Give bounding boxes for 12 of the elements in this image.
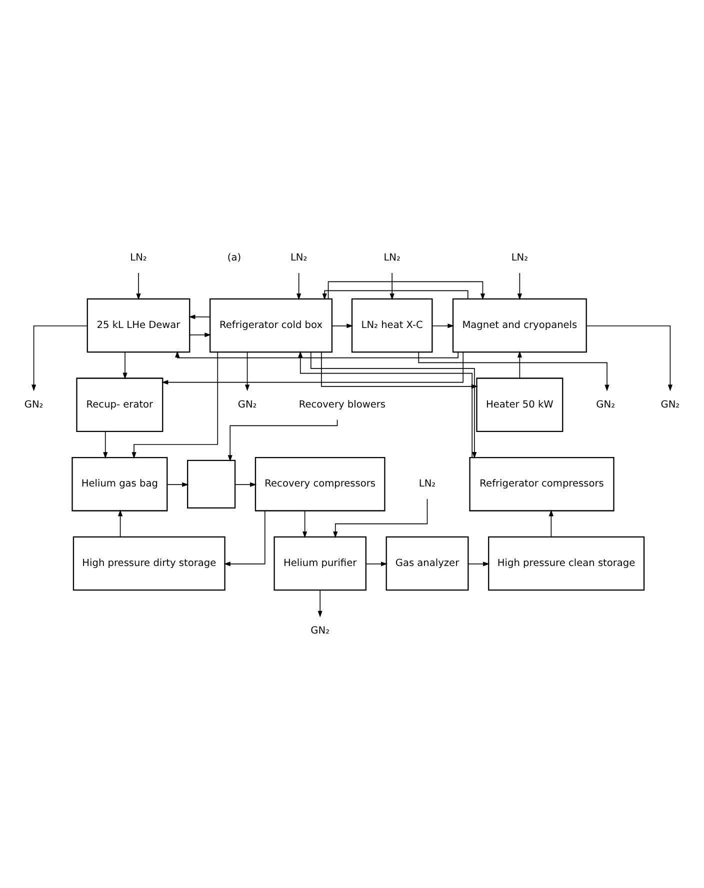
node-text: Recovery blowers [298,398,386,410]
node-text: LN₂ [511,252,528,264]
node-text: LN₂ [384,252,400,264]
node-text: GN₂ [24,398,44,410]
label: (a) [227,252,242,264]
node-text: LN₂ [418,478,436,490]
node-text: GN₂ [310,625,330,636]
node-text: GN₂ [660,398,680,410]
node-text: GN₂ [596,398,616,410]
node-text: LN₂ [290,252,308,264]
node-text: LN₂ [130,252,147,264]
node-text: GN₂ [238,398,257,410]
